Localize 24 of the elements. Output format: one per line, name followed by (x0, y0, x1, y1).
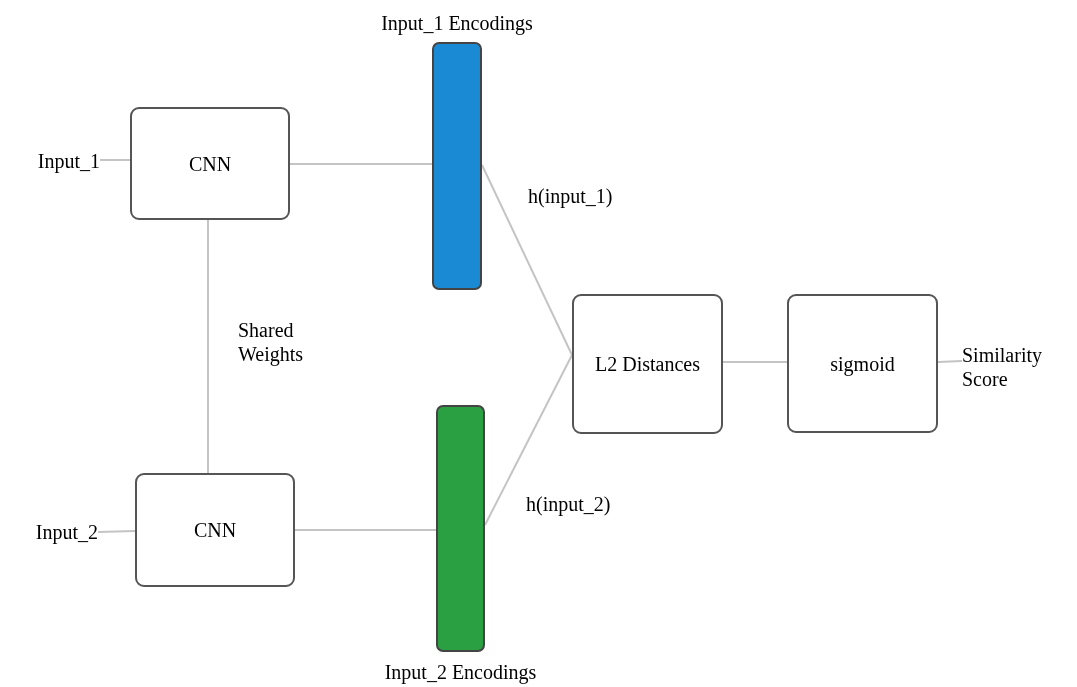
box-label: L2 Distances (595, 352, 700, 376)
connector-line (97, 530, 136, 533)
process-box (787, 294, 938, 433)
connector-line (937, 360, 963, 363)
process-box (135, 473, 295, 587)
connector-line (294, 529, 437, 531)
process-box (130, 107, 290, 220)
box-label: sigmoid (830, 351, 895, 376)
box-label: CNN (193, 518, 237, 542)
encoding-bar (432, 42, 482, 290)
connector-line (481, 164, 573, 356)
connector-line (99, 159, 131, 161)
encoding-bar (436, 405, 485, 652)
text-label: Input_2 (6, 517, 98, 547)
connector-line (484, 354, 573, 526)
bar-title: Input_1 Encodings (381, 11, 533, 37)
connector-line (722, 361, 788, 363)
box-label: CNN (188, 151, 232, 176)
text-label: Similarity Score (962, 341, 1074, 393)
bar-title: Input_2 Encodings (384, 660, 537, 686)
connector-line (207, 219, 209, 474)
process-box (572, 294, 723, 434)
connector-line (289, 163, 433, 165)
text-label: Input_1 (8, 146, 100, 176)
